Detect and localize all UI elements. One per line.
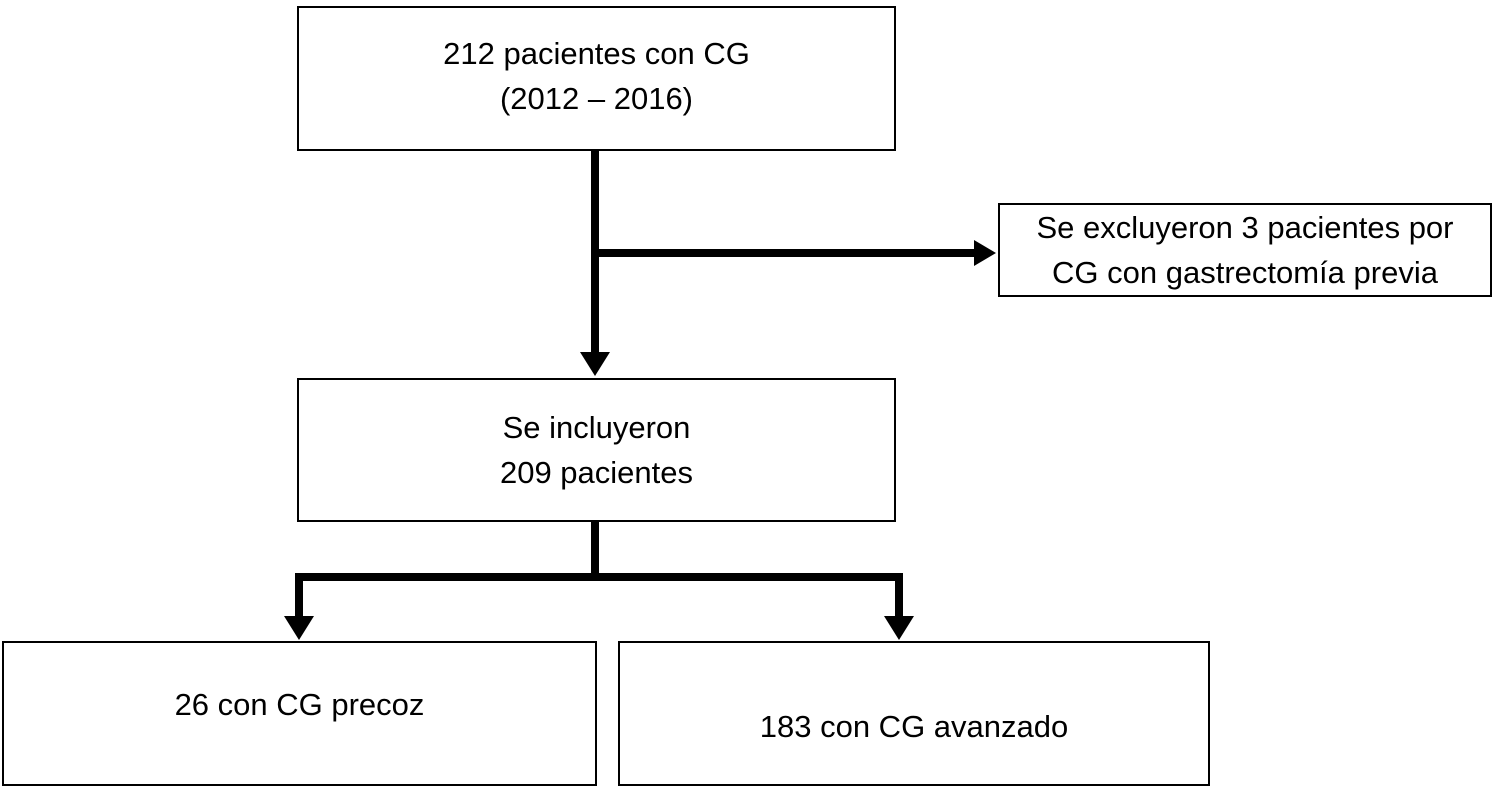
box-total-patients: 212 pacientes con CG (2012 – 2016) xyxy=(297,6,896,151)
connector-split-to-early xyxy=(295,573,303,618)
box-total-patients-line2: (2012 – 2016) xyxy=(499,80,694,116)
box-advanced-cg-label: 183 con CG avanzado xyxy=(759,709,1069,744)
connector-branch-to-excluded xyxy=(591,249,975,257)
box-included-patients-line1: Se incluyeron xyxy=(502,410,691,445)
arrowhead-right-excluded-icon xyxy=(974,240,996,266)
arrowhead-down-included-icon xyxy=(580,352,610,376)
connector-included-to-split xyxy=(591,521,599,579)
box-advanced-cg: 183 con CG avanzado xyxy=(618,641,1210,786)
box-included-patients-line2: 209 pacientes xyxy=(499,455,694,490)
box-early-cg-label: 26 con CG precoz xyxy=(174,687,425,722)
box-included-patients: Se incluyeron 209 pacientes xyxy=(297,378,896,522)
arrowhead-down-advanced-icon xyxy=(884,616,914,640)
box-excluded-patients: Se excluyeron 3 pacientes por CG con gas… xyxy=(998,203,1492,297)
box-total-patients-line1: 212 pacientes con CG xyxy=(443,35,750,71)
box-excluded-patients-line2: CG con gastrectomía previa xyxy=(1052,255,1438,290)
box-excluded-patients-line1: Se excluyeron 3 pacientes por xyxy=(1036,210,1454,245)
arrowhead-down-early-icon xyxy=(284,616,314,640)
connector-split-to-advanced xyxy=(895,573,903,618)
connector-split-bar xyxy=(295,573,903,581)
box-early-cg: 26 con CG precoz xyxy=(2,641,597,786)
